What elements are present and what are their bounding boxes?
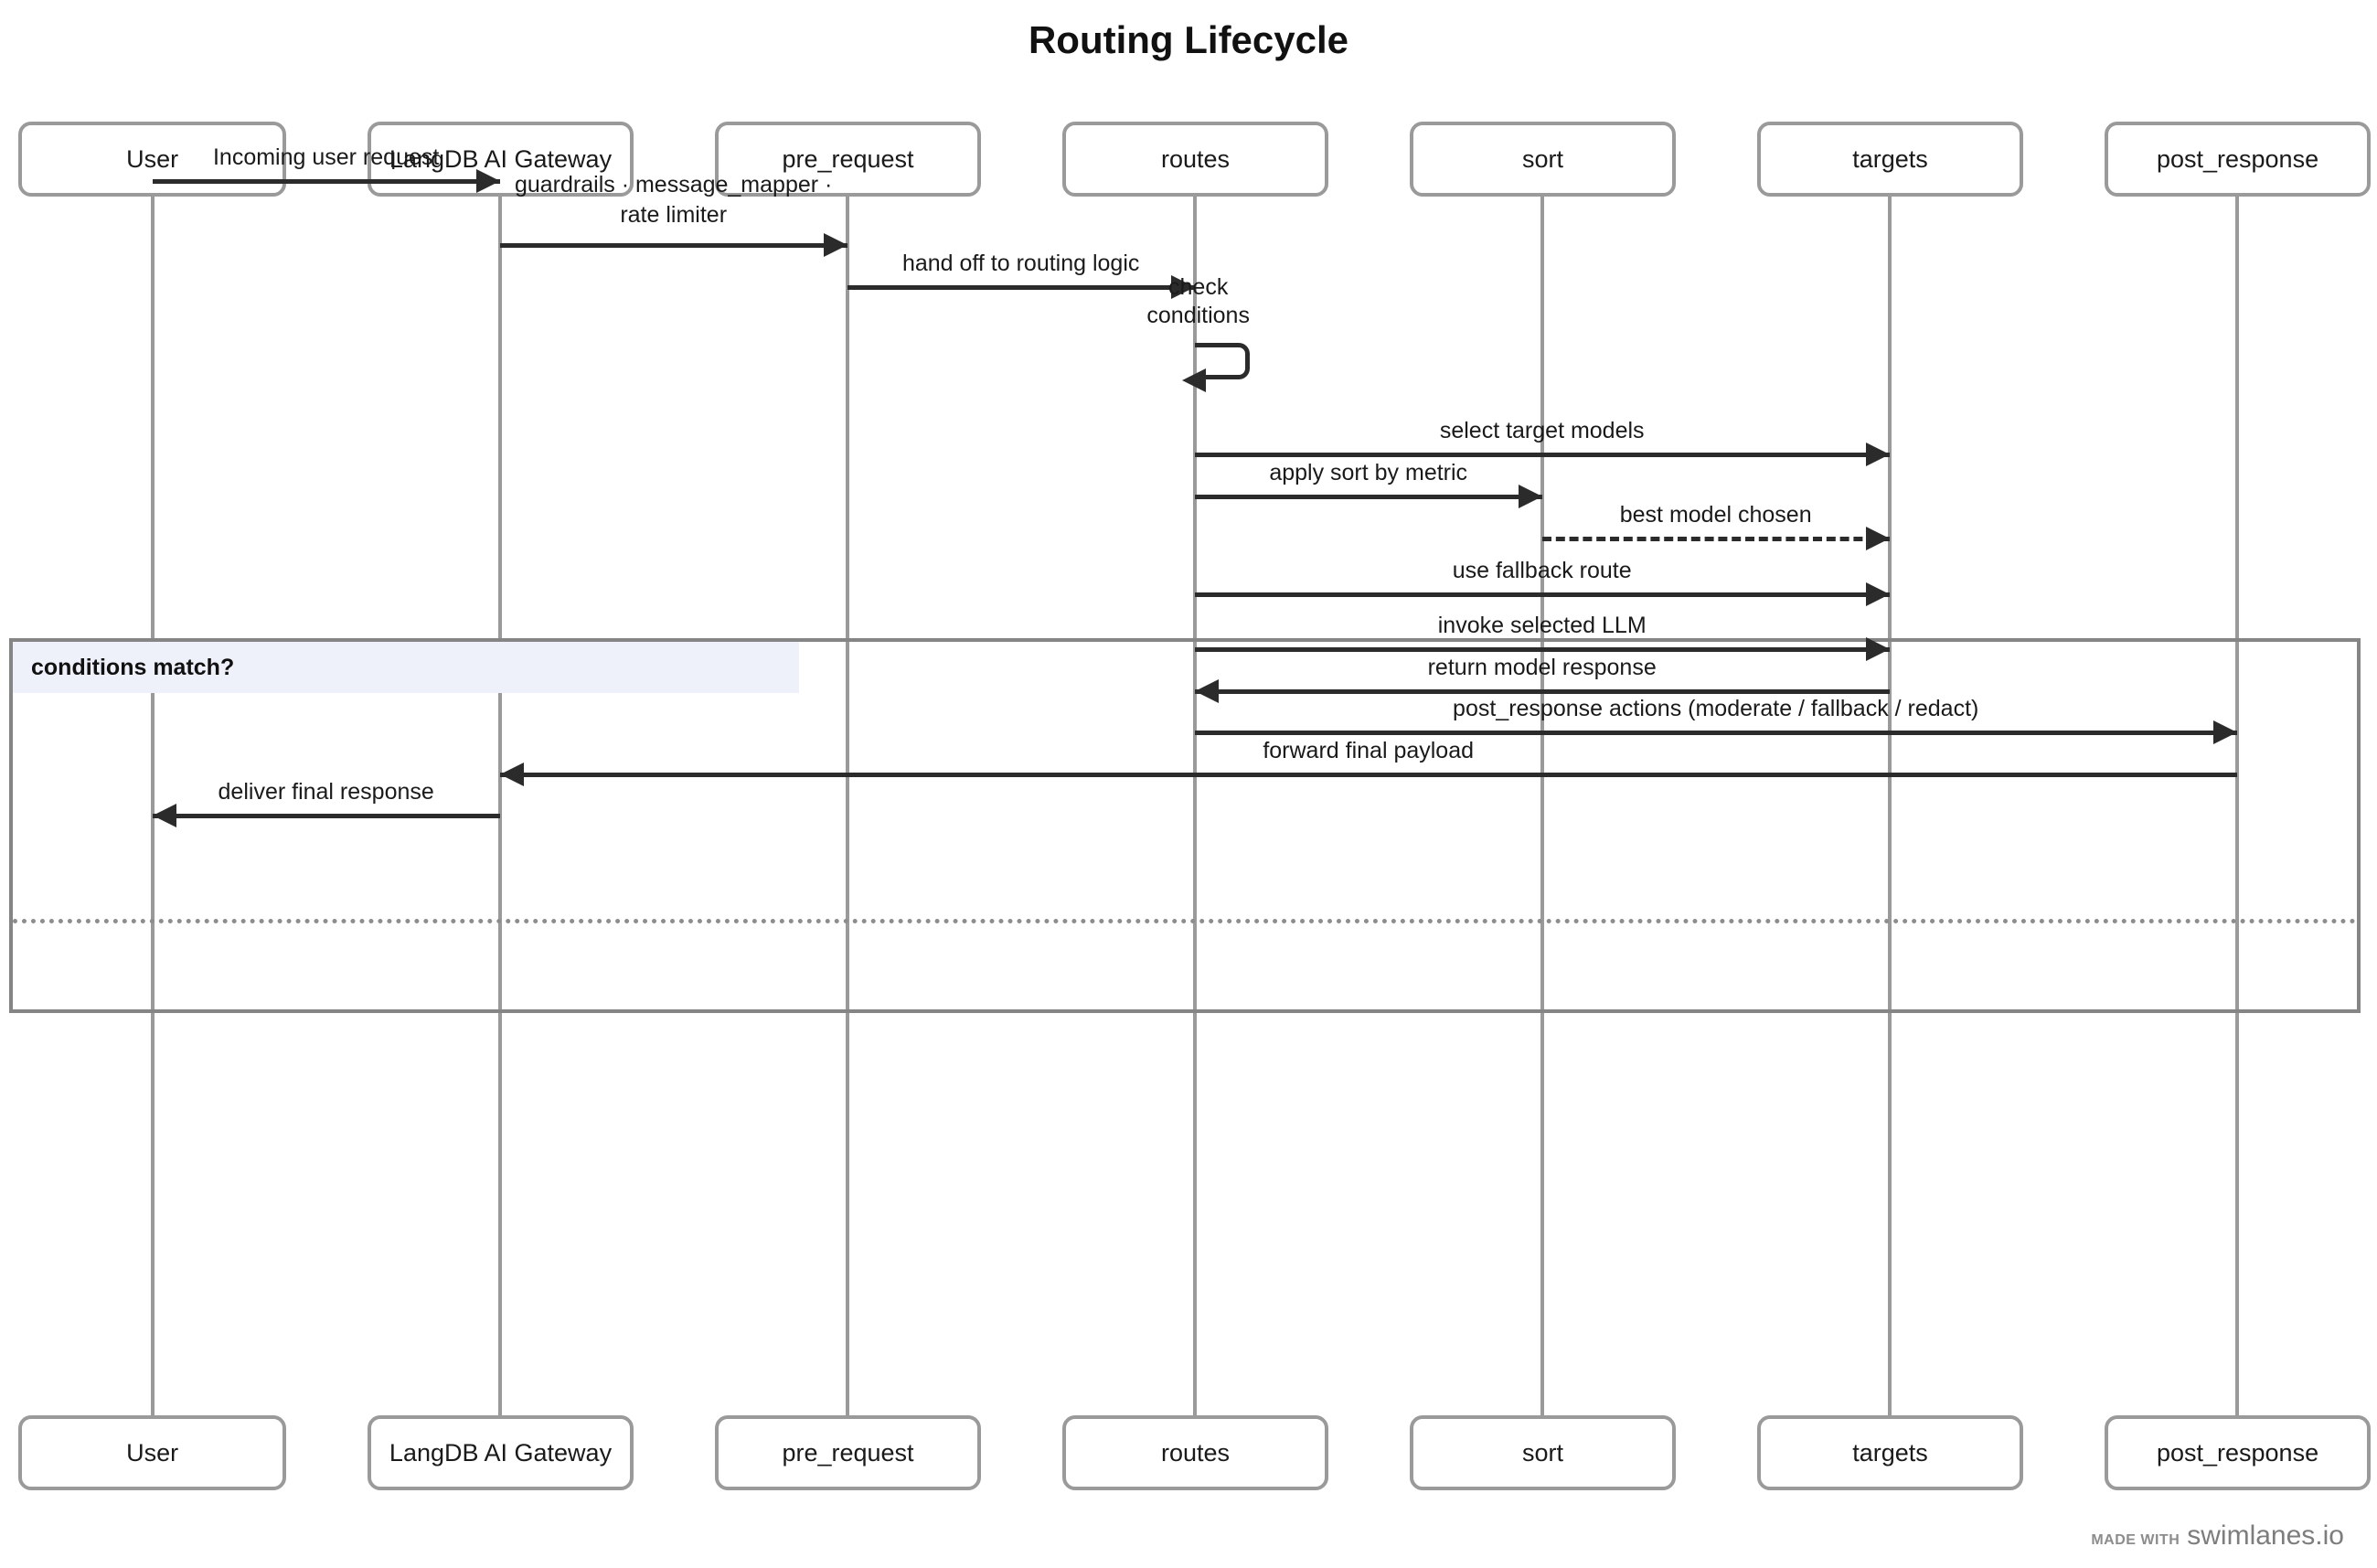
message-label-m10: return model response	[1427, 655, 1657, 680]
lifeline-sort	[1540, 197, 1544, 1415]
participant-label-targets: targets	[1852, 1438, 1928, 1467]
message-label-m8: use fallback route	[1452, 558, 1632, 583]
participant-label-targets: targets	[1852, 144, 1928, 173]
arrowhead-left-icon	[152, 804, 176, 827]
message-label-m6: apply sort by metric	[1269, 460, 1468, 485]
arrowhead-left-icon	[1181, 368, 1206, 392]
participant-label-user: User	[126, 144, 179, 173]
message-line	[1194, 647, 1890, 652]
lifeline-pre_request	[845, 197, 849, 1415]
made-with-label: MADE WITH	[2091, 1532, 2180, 1548]
participant-box-user[interactable]: User	[18, 1415, 287, 1490]
message-line	[1194, 731, 2237, 735]
lifeline-routes	[1192, 197, 1197, 1415]
message-line	[499, 773, 2237, 777]
arrowhead-right-icon	[1865, 582, 1890, 606]
lifeline-gateway	[497, 197, 502, 1415]
participant-label-post_response: post_response	[2156, 144, 2319, 173]
message-label-m1: Incoming user request	[212, 144, 440, 170]
participant-label-gateway: LangDB AI Gateway	[389, 1438, 613, 1467]
participant-box-targets[interactable]: targets	[1756, 1415, 2024, 1490]
participant-box-pre_request[interactable]: pre_request	[714, 122, 982, 197]
arrowhead-left-icon	[1194, 679, 1219, 703]
alt-fragment-header: conditions match?	[13, 642, 799, 693]
message-line	[499, 243, 847, 248]
message-line	[1194, 689, 1890, 694]
message-line	[152, 814, 500, 818]
participant-box-gateway[interactable]: LangDB AI Gateway	[367, 122, 634, 197]
arrowhead-right-icon	[475, 169, 500, 193]
message-line	[1194, 453, 1890, 457]
arrowhead-right-icon	[1865, 443, 1890, 466]
participant-box-user[interactable]: User	[18, 122, 287, 197]
participant-box-gateway[interactable]: LangDB AI Gateway	[367, 1415, 634, 1490]
participant-box-pre_request[interactable]: pre_request	[714, 1415, 982, 1490]
arrowhead-right-icon	[1865, 637, 1890, 661]
alt-fragment-divider	[13, 919, 2357, 923]
lifeline-post_response	[2234, 197, 2239, 1415]
participant-label-sort: sort	[1522, 1438, 1564, 1467]
participant-label-gateway: LangDB AI Gateway	[389, 144, 613, 173]
participant-box-sort[interactable]: sort	[1409, 1415, 1677, 1490]
arrowhead-right-icon	[1170, 275, 1195, 299]
participant-box-routes[interactable]: routes	[1061, 1415, 1329, 1490]
page-title: Routing Lifecycle	[1028, 18, 1349, 61]
message-line	[1541, 537, 1890, 541]
participant-box-post_response[interactable]: post_response	[2104, 122, 2372, 197]
message-label-m5: select target models	[1439, 418, 1645, 443]
message-label-m13: deliver final response	[218, 779, 434, 805]
participant-box-sort[interactable]: sort	[1409, 122, 1677, 197]
participant-box-post_response[interactable]: post_response	[2104, 1415, 2372, 1490]
participant-label-post_response: post_response	[2156, 1438, 2319, 1467]
message-line	[847, 285, 1195, 290]
participant-box-routes[interactable]: routes	[1061, 122, 1329, 197]
arrowhead-right-icon	[2212, 720, 2237, 744]
participant-label-routes: routes	[1161, 144, 1231, 173]
brand-label: swimlanes.io	[2187, 1520, 2344, 1551]
participant-label-routes: routes	[1161, 1438, 1231, 1467]
alt-fragment-box	[9, 638, 2361, 1013]
message-line	[1194, 592, 1890, 597]
arrowhead-right-icon	[823, 233, 847, 257]
message-label-m11: post_response actions (moderate / fallba…	[1453, 696, 1979, 721]
participant-label-sort: sort	[1522, 144, 1564, 173]
message-label-m2: guardrails · message_mapper · rate limit…	[514, 172, 833, 228]
footer-watermark: MADE WITH swimlanes.io	[2091, 1520, 2344, 1552]
arrowhead-right-icon	[1518, 485, 1542, 508]
lifeline-targets	[1887, 197, 1892, 1415]
message-label-m9: invoke selected LLM	[1437, 613, 1647, 638]
arrowhead-right-icon	[1865, 527, 1890, 550]
participant-label-user: User	[126, 1438, 179, 1467]
message-label-m4: check conditions	[1146, 274, 1250, 329]
participant-box-targets[interactable]: targets	[1756, 122, 2024, 197]
alt-fragment-label: conditions match?	[31, 654, 235, 680]
arrowhead-left-icon	[499, 763, 524, 786]
participant-label-pre_request: pre_request	[782, 144, 914, 173]
message-line	[1194, 495, 1542, 499]
message-line	[152, 179, 500, 184]
self-message-path	[1194, 343, 1250, 379]
participant-label-pre_request: pre_request	[782, 1438, 914, 1467]
message-label-m7: best model chosen	[1619, 502, 1812, 528]
message-label-m12: forward final payload	[1263, 738, 1475, 763]
message-label-m3: hand off to routing logic	[901, 251, 1140, 276]
